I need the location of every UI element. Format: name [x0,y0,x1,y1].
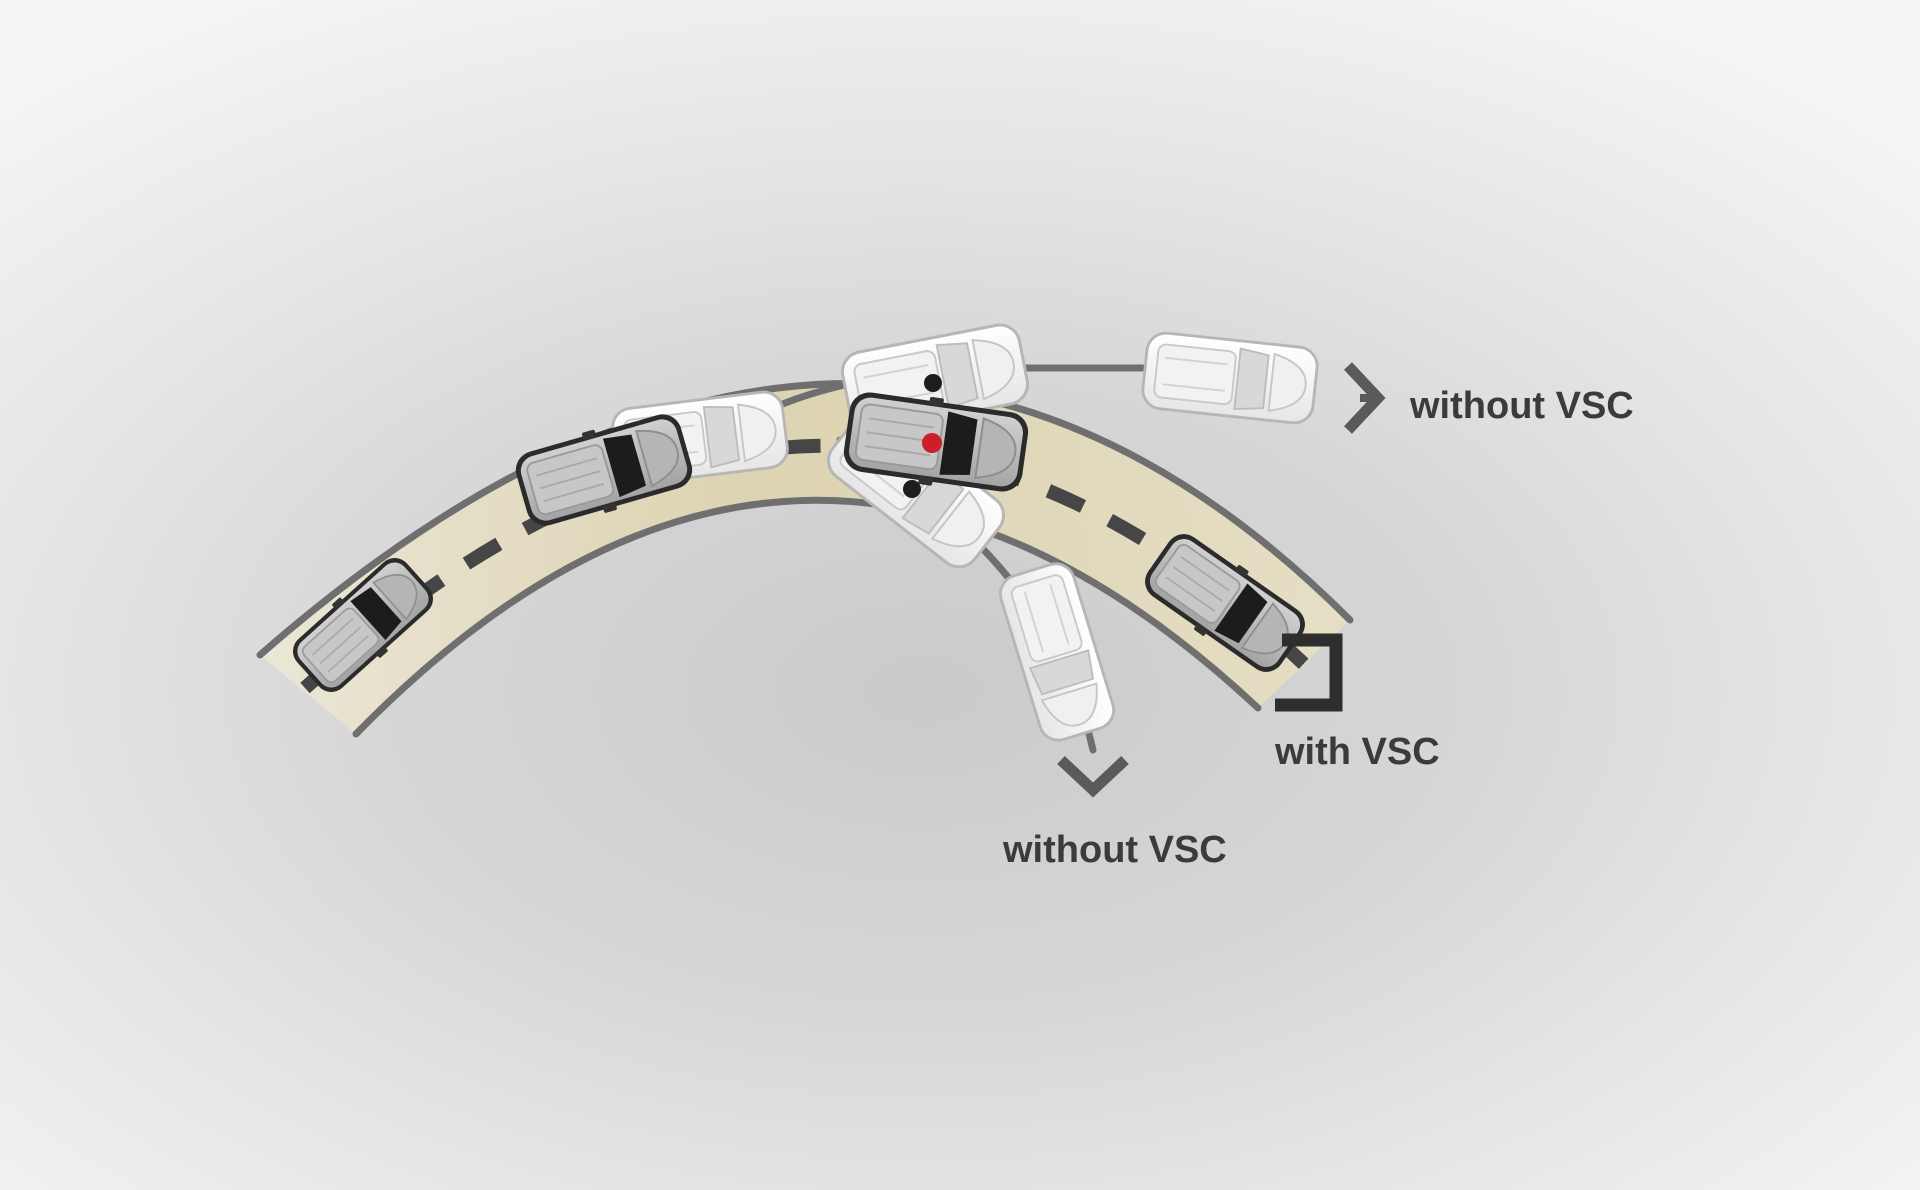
label-without-vsc-bottom: without VSC [1002,829,1227,871]
vsc-path-dashes [300,438,1310,694]
ghost-car-marker-dot [903,480,921,498]
ghost-car-understeer-end [1139,329,1321,427]
label-with-vsc: with VSC [1274,731,1440,773]
road-outer-edge [256,379,1354,659]
arrow-head-icon [1061,760,1125,790]
road-inner-edge [352,496,1262,738]
ghost-car-marker-dot [924,374,942,392]
arrow-head-icon [1275,633,1343,712]
label-without-vsc-top: without VSC [1409,385,1634,427]
highlight-dot [922,433,942,453]
